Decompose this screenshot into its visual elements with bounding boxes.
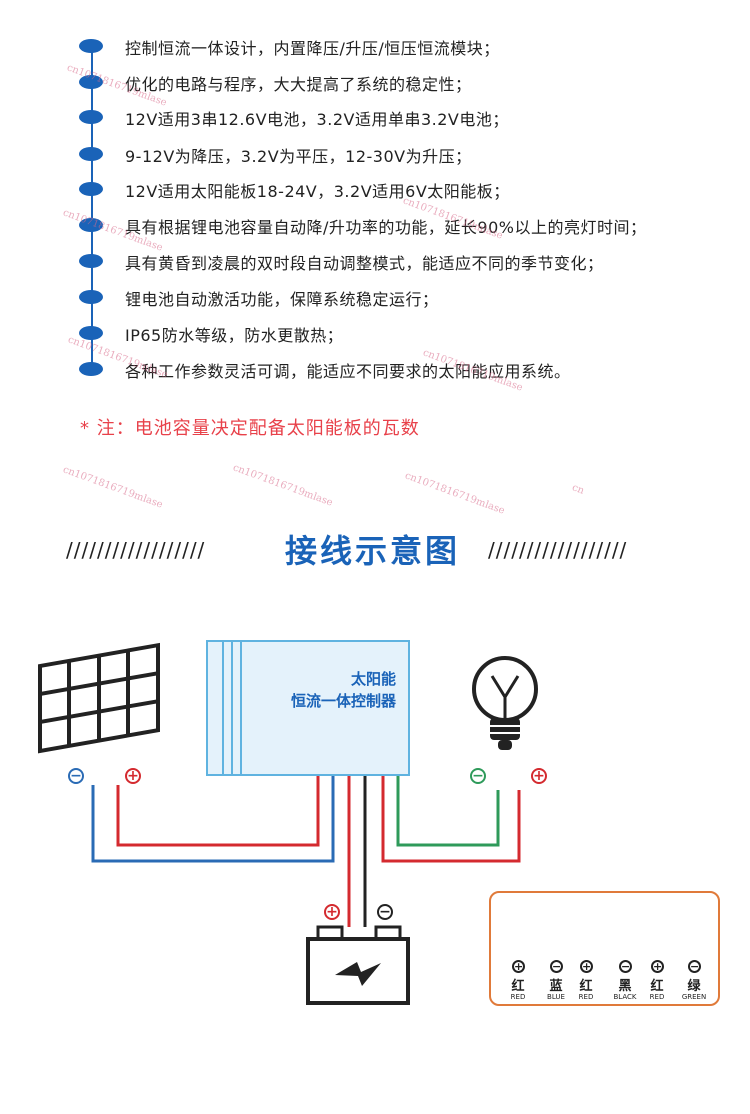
legend-color-cn: 黑	[618, 979, 632, 994]
battery-icon	[306, 925, 410, 1005]
controller-label-line2: 恒流一体控制器	[290, 692, 396, 710]
legend-color-cn: 蓝	[549, 979, 563, 994]
legend-minus-icon: −	[550, 960, 563, 973]
bullet-dot-icon	[79, 326, 103, 340]
feature-timeline-line	[91, 46, 93, 368]
feature-item: 具有根据锂电池容量自动降/升功率的功能，延长90%以上的亮灯时间；	[0, 210, 750, 240]
heading-slashes-left: //////////////////	[66, 538, 206, 562]
heading-slashes-right: //////////////////	[488, 538, 628, 562]
solar-panel-icon	[38, 642, 160, 754]
feature-item: 9-12V为降压，3.2V为平压，12-30V为升压；	[0, 139, 750, 169]
feature-text: 锂电池自动激活功能，保障系统稳定运行；	[125, 290, 439, 309]
lamp-negative-wire	[396, 776, 500, 847]
lamp-positive-wire	[381, 776, 521, 863]
legend-minus-icon: −	[688, 960, 701, 973]
lamp-plus-icon: +	[531, 768, 547, 784]
bullet-dot-icon	[79, 182, 103, 196]
battery-minus-icon: −	[377, 904, 393, 920]
wire-color-legend: + 红 RED − 蓝 BLUE + 红 RED − 黑 BLACK + 红 R…	[489, 891, 720, 1006]
solar-negative-wire	[91, 776, 335, 863]
feature-item: 12V适用太阳能板18-24V，3.2V适用6V太阳能板；	[0, 174, 750, 204]
controller-box: 太阳能 恒流一体控制器	[206, 640, 410, 776]
feature-text: 各种工作参数灵活可调，能适应不同要求的太阳能应用系统。	[125, 362, 571, 381]
controller-stripe	[240, 642, 242, 774]
legend-color-en: GREEN	[681, 993, 707, 1001]
lamp-minus-icon: −	[470, 768, 486, 784]
feature-text: 优化的电路与程序，大大提高了系统的稳定性；	[125, 75, 472, 94]
feature-text: 12V适用太阳能板18-24V，3.2V适用6V太阳能板；	[125, 182, 510, 201]
section-title: 接线示意图	[285, 532, 461, 570]
feature-text: 9-12V为降压，3.2V为平压，12-30V为升压；	[125, 147, 472, 166]
light-bulb-icon	[472, 656, 538, 750]
legend-plus-icon: +	[580, 960, 593, 973]
bullet-dot-icon	[79, 75, 103, 89]
legend-color-cn: 绿	[687, 979, 701, 994]
legend-color-en: BLACK	[613, 993, 637, 1001]
bullet-dot-icon	[79, 254, 103, 268]
solar-plus-icon: +	[125, 768, 141, 784]
legend-color-en: BLUE	[547, 993, 565, 1001]
feature-text: IP65防水等级，防水更散热；	[125, 326, 344, 345]
legend-plus-icon: +	[651, 960, 664, 973]
legend-color-cn: 红	[579, 979, 593, 994]
solar-positive-wire	[116, 776, 320, 847]
feature-item: 12V适用3串12.6V电池，3.2V适用单串3.2V电池；	[0, 102, 750, 132]
battery-note: * 注：电池容量决定配备太阳能板的瓦数	[80, 418, 420, 439]
legend-color-cn: 红	[511, 979, 525, 994]
controller-stripe	[222, 642, 224, 774]
feature-item: IP65防水等级，防水更散热；	[0, 318, 750, 348]
feature-item: 优化的电路与程序，大大提高了系统的稳定性；	[0, 67, 750, 97]
legend-plus-icon: +	[512, 960, 525, 973]
feature-item: 具有黄昏到凌晨的双时段自动调整模式，能适应不同的季节变化；	[0, 246, 750, 276]
feature-text: 12V适用3串12.6V电池，3.2V适用单串3.2V电池；	[125, 110, 509, 129]
bullet-dot-icon	[79, 39, 103, 53]
bullet-dot-icon	[79, 290, 103, 304]
legend-minus-icon: −	[619, 960, 632, 973]
solar-minus-icon: −	[68, 768, 84, 784]
bullet-dot-icon	[79, 110, 103, 124]
legend-color-en: RED	[649, 993, 665, 1001]
battery-plus-icon: +	[324, 904, 340, 920]
controller-label-line1: 太阳能	[350, 670, 396, 688]
feature-text: 具有黄昏到凌晨的双时段自动调整模式，能适应不同的季节变化；	[125, 254, 604, 273]
bullet-dot-icon	[79, 218, 103, 232]
legend-color-cn: 红	[650, 979, 664, 994]
bullet-dot-icon	[79, 362, 103, 376]
bullet-dot-icon	[79, 147, 103, 161]
controller-stripe	[231, 642, 233, 774]
feature-text: 控制恒流一体设计，内置降压/升压/恒压恒流模块；	[125, 39, 500, 58]
feature-item: 各种工作参数灵活可调，能适应不同要求的太阳能应用系统。	[0, 354, 750, 384]
feature-text: 具有根据锂电池容量自动降/升功率的功能，延长90%以上的亮灯时间；	[125, 218, 647, 237]
feature-item: 锂电池自动激活功能，保障系统稳定运行；	[0, 282, 750, 312]
legend-color-en: RED	[510, 993, 526, 1001]
feature-item: 控制恒流一体设计，内置降压/升压/恒压恒流模块；	[0, 31, 750, 61]
legend-color-en: RED	[578, 993, 594, 1001]
